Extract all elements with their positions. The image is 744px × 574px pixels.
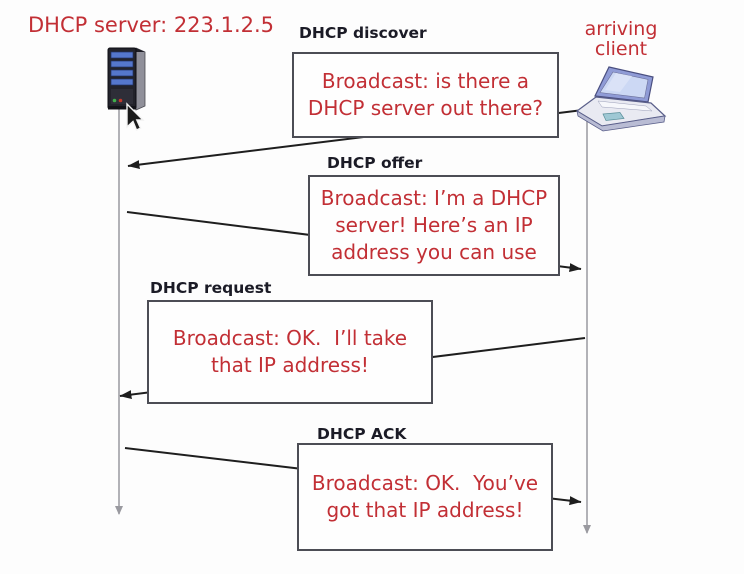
dhcp-discover-box: Broadcast: is there a DHCP server out th… [292, 52, 559, 138]
dhcp-discover-label: DHCP discover [299, 24, 427, 42]
dhcp-offer-label: DHCP offer [327, 154, 423, 172]
client-label: arriving client [584, 18, 658, 61]
dhcp-ack-box: Broadcast: OK. You’ve got that IP addres… [297, 443, 553, 551]
server-icon [100, 42, 152, 114]
dhcp-ack-label: DHCP ACK [317, 425, 407, 443]
dhcp-request-box: Broadcast: OK. I’ll take that IP address… [147, 300, 433, 404]
mouse-pointer-icon [122, 102, 146, 134]
dhcp-offer-box: Broadcast: I’m a DHCP server! Here’s an … [308, 175, 560, 276]
laptop-icon [572, 56, 670, 132]
server-title: DHCP server: 223.1.2.5 [28, 13, 275, 37]
dhcp-request-label: DHCP request [150, 279, 272, 297]
